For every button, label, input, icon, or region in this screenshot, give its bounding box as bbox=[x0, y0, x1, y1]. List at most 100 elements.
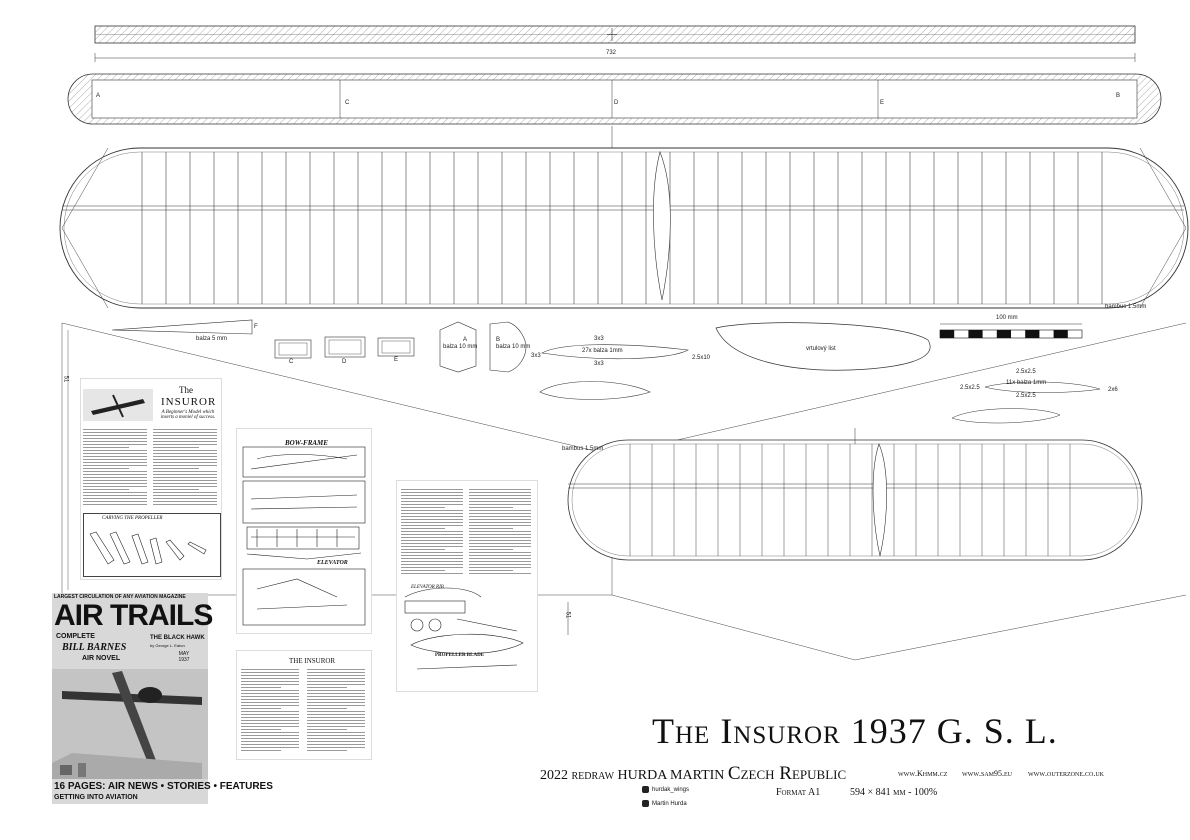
small-hub-right: 2x6 bbox=[1108, 387, 1118, 393]
redraw-author: 2022 redraw HURDA MARTIN bbox=[540, 768, 725, 783]
cover-story: THE BLACK HAWK bbox=[150, 635, 205, 641]
small-blade bbox=[951, 408, 1061, 424]
prop-hub-bottom: 3x3 bbox=[594, 361, 604, 367]
text-line bbox=[83, 480, 147, 481]
prop-hub bbox=[541, 344, 689, 360]
main-wing-planform bbox=[59, 147, 1189, 309]
stabilizer-planform bbox=[567, 428, 1143, 635]
scale-segment bbox=[1053, 330, 1068, 338]
scale-segment bbox=[1025, 330, 1040, 338]
text-line bbox=[153, 459, 217, 460]
text-line bbox=[469, 489, 531, 490]
text-line bbox=[153, 432, 217, 433]
scale-label: 100 mm bbox=[996, 315, 1018, 321]
small-hub-top: 2.5x2.5 bbox=[1016, 369, 1036, 375]
text-line bbox=[153, 456, 217, 457]
site-outerzone[interactable]: www.outerzone.co.uk bbox=[1028, 769, 1104, 778]
text-line bbox=[83, 447, 129, 448]
text-line bbox=[401, 525, 463, 526]
text-line bbox=[153, 429, 217, 430]
fuselage-frames bbox=[274, 336, 415, 359]
text-line bbox=[153, 462, 217, 463]
text-line bbox=[241, 750, 281, 751]
text-line bbox=[83, 498, 147, 499]
small-hub-main: 11x balza 1mm bbox=[1006, 380, 1047, 386]
text-line bbox=[469, 534, 531, 535]
text-line bbox=[307, 732, 365, 733]
text-line bbox=[83, 465, 147, 466]
text-line bbox=[241, 702, 299, 703]
text-line bbox=[241, 738, 299, 739]
text-line bbox=[469, 549, 513, 550]
prop-blade-side bbox=[539, 381, 651, 400]
text-line bbox=[469, 501, 531, 502]
site-sam95[interactable]: www.sam95.eu bbox=[962, 769, 1012, 778]
text-line bbox=[401, 489, 463, 490]
text-line bbox=[307, 735, 365, 736]
text-line bbox=[307, 714, 365, 715]
page1-prop-figure: CARVING THE PROPELLER bbox=[83, 513, 221, 577]
text-line bbox=[469, 552, 531, 553]
text-line bbox=[241, 696, 299, 697]
page3-body-text bbox=[401, 489, 533, 579]
small-hub bbox=[984, 381, 1101, 393]
facebook-link[interactable]: Martin Hurda bbox=[642, 800, 687, 807]
text-line bbox=[83, 450, 147, 451]
text-line bbox=[83, 477, 147, 478]
text-line bbox=[469, 510, 531, 511]
text-line bbox=[153, 453, 217, 454]
part-f-label: F bbox=[254, 324, 258, 330]
text-line bbox=[241, 672, 299, 673]
text-line bbox=[401, 528, 445, 529]
prop-hub-right: 2.5x10 bbox=[692, 355, 711, 361]
page1-title-small: The bbox=[179, 385, 193, 395]
text-line bbox=[83, 459, 147, 460]
text-line bbox=[83, 483, 147, 484]
text-line bbox=[307, 693, 365, 694]
text-line bbox=[153, 441, 217, 442]
text-line bbox=[469, 540, 531, 541]
instagram-handle: hurdak_wings bbox=[652, 786, 690, 793]
text-line bbox=[153, 435, 217, 436]
text-line bbox=[83, 495, 147, 496]
text-line bbox=[153, 480, 217, 481]
text-line bbox=[469, 558, 531, 559]
text-line bbox=[153, 492, 217, 493]
text-line bbox=[83, 492, 147, 493]
text-line bbox=[153, 438, 217, 439]
page1-subtitle: A Beginner's Model which inserts a monie… bbox=[160, 410, 216, 420]
text-line bbox=[83, 441, 147, 442]
text-line bbox=[401, 501, 463, 502]
prop-hub-main: 27x balza 1mm bbox=[582, 348, 623, 354]
text-line bbox=[469, 513, 531, 514]
leading-edge-spar bbox=[94, 25, 1136, 44]
text-line bbox=[241, 711, 299, 712]
text-line bbox=[401, 537, 463, 538]
text-line bbox=[401, 522, 463, 523]
text-line bbox=[153, 447, 199, 448]
text-line bbox=[401, 552, 463, 553]
text-line bbox=[401, 534, 463, 535]
text-line bbox=[153, 477, 217, 478]
prop-hub-top: 3x3 bbox=[594, 336, 604, 342]
text-line bbox=[469, 498, 531, 499]
redraw-credit: 2022 redraw HURDA MARTIN Czech Republic bbox=[540, 763, 846, 785]
text-line bbox=[401, 540, 463, 541]
format-size: 594 × 841 mm - 100% bbox=[850, 787, 938, 798]
site-khmm[interactable]: www.Khmm.cz bbox=[898, 769, 948, 778]
text-line bbox=[307, 675, 365, 676]
frame-c-label: C bbox=[289, 359, 294, 365]
text-line bbox=[469, 570, 513, 571]
spar-label-a: A bbox=[96, 93, 101, 99]
text-line bbox=[469, 516, 531, 517]
text-line bbox=[401, 495, 463, 496]
text-line bbox=[83, 504, 147, 505]
text-line bbox=[469, 492, 531, 493]
text-line bbox=[83, 432, 147, 433]
frame-e-label: E bbox=[394, 357, 399, 363]
text-line bbox=[307, 705, 365, 706]
text-line bbox=[469, 504, 531, 505]
instagram-link[interactable]: hurdak_wings bbox=[642, 786, 689, 793]
text-line bbox=[307, 720, 365, 721]
